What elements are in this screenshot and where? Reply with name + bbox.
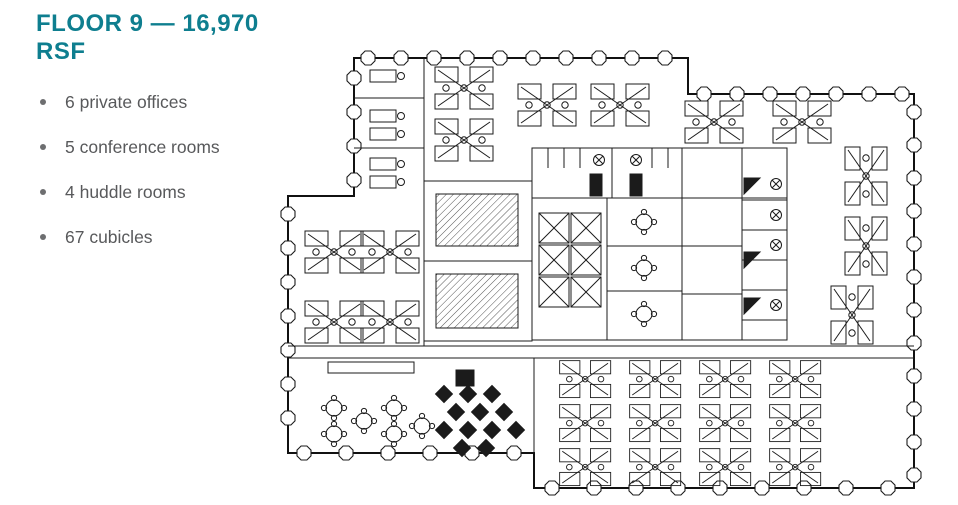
conference-rooms — [423, 180, 533, 342]
bullet-label: 5 conference rooms — [65, 137, 220, 157]
feature-list: 6 private offices 5 conference rooms 4 h… — [38, 92, 286, 248]
fan-icon — [770, 178, 782, 190]
bullet-dot — [40, 234, 46, 240]
floor-plan-drawing — [280, 50, 922, 496]
core-right-rooms — [682, 177, 787, 321]
kiosk — [455, 369, 475, 387]
list-item: 5 conference rooms — [38, 137, 286, 158]
elevator-bank — [538, 198, 608, 340]
conference-table — [435, 273, 519, 329]
door-mark — [743, 251, 762, 270]
door-mark — [743, 177, 762, 196]
page-title: FLOOR 9 — 16,970 RSF — [36, 10, 259, 65]
cafe-area — [320, 361, 525, 457]
summary-panel: FLOOR 9 — 16,970 RSF 6 private offices 5… — [36, 10, 286, 272]
fan-icon — [770, 209, 782, 221]
bullet-label: 4 huddle rooms — [65, 182, 186, 202]
core — [531, 147, 788, 341]
conference-table — [435, 193, 519, 247]
floor-plan — [272, 36, 948, 498]
fan-icon — [770, 239, 782, 251]
fan-icon — [593, 154, 605, 166]
list-item: 4 huddle rooms — [38, 182, 286, 203]
door-mark — [743, 297, 762, 316]
list-item: 6 private offices — [38, 92, 286, 113]
bullet-dot — [40, 99, 46, 105]
huddle-rooms — [607, 208, 682, 328]
bullet-label: 67 cubicles — [65, 227, 153, 247]
door-mark — [589, 173, 603, 197]
cafe-counter — [327, 361, 415, 374]
door-mark — [629, 173, 643, 197]
list-item: 67 cubicles — [38, 227, 286, 248]
bullet-dot — [40, 189, 46, 195]
fan-icon — [630, 154, 642, 166]
bullet-label: 6 private offices — [65, 92, 188, 112]
fan-icon — [770, 299, 782, 311]
bullet-dot — [40, 144, 46, 150]
